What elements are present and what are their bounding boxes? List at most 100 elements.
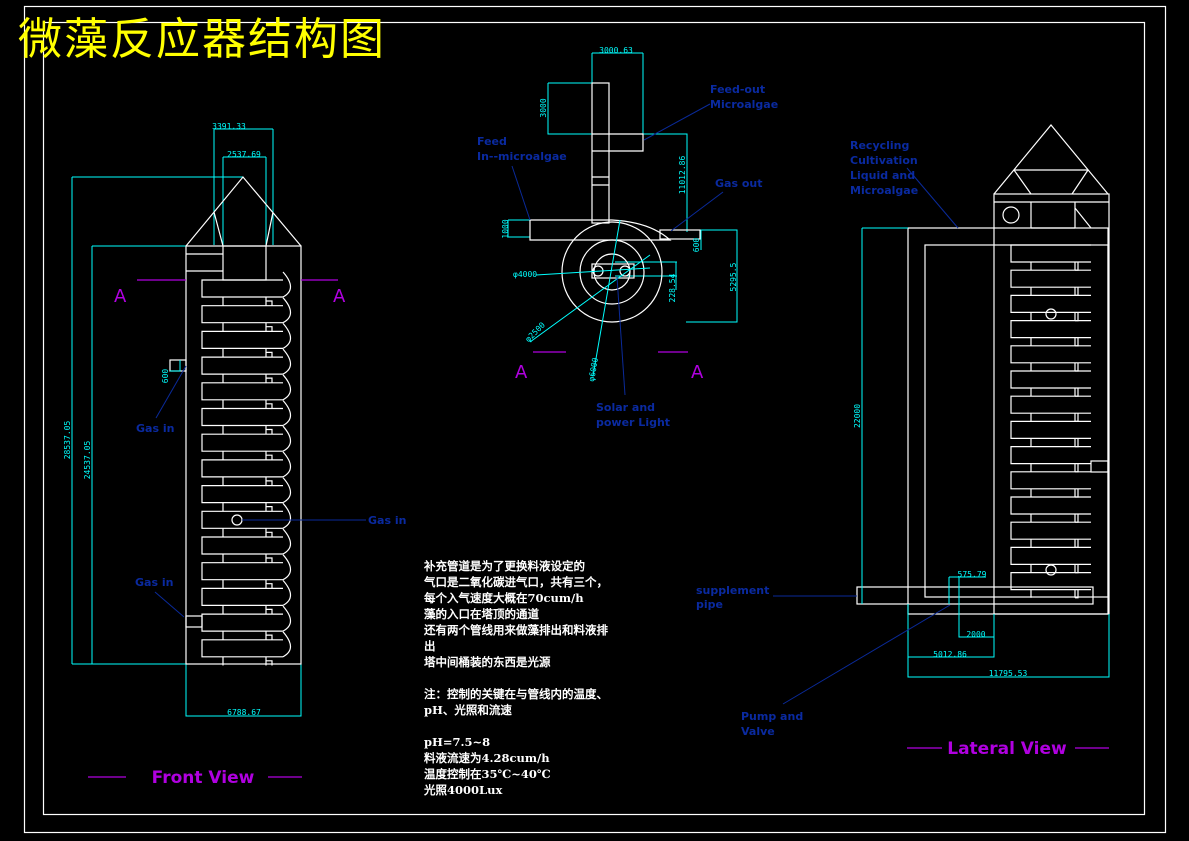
dim-bottom-width: 6788.67	[227, 708, 261, 717]
label-recycling-3: Liquid and	[850, 169, 915, 182]
drawing-title: 微藻反应器结构图	[18, 14, 386, 65]
lateral-coil-connector	[1030, 287, 1079, 296]
label-feed-in-1: Feed	[477, 135, 507, 148]
lateral-coil-segment	[1010, 521, 1091, 540]
dim-gas-out: 600	[692, 238, 701, 253]
coil-segment	[201, 356, 283, 375]
dim-top-outer: 3391.33	[212, 122, 246, 131]
dim-line-top	[591, 52, 644, 134]
lateral-coil-segment	[1010, 320, 1091, 339]
dim-body-height: 24537.05	[83, 441, 92, 480]
dim-line-right	[670, 229, 738, 323]
dim-line-top-inner	[222, 156, 267, 245]
dim-line-5012	[907, 604, 995, 658]
lateral-coil-connector	[1030, 362, 1079, 372]
coil-segment	[201, 459, 283, 478]
dim-line-small	[948, 576, 994, 638]
top-rails	[186, 253, 223, 272]
coil-bend	[282, 477, 292, 504]
note-line	[424, 718, 608, 734]
coil-connector	[222, 425, 273, 435]
coil-segment	[201, 382, 283, 401]
label-pump-2: Valve	[741, 725, 775, 738]
coil-bend	[282, 348, 292, 375]
top-view	[507, 52, 738, 396]
coil-segment	[201, 536, 283, 555]
coil-connector	[222, 297, 273, 306]
leader-pump	[782, 604, 951, 705]
light-port-right	[619, 265, 631, 277]
coil-segment	[201, 305, 283, 324]
dim-line-vertical	[643, 133, 688, 232]
section-marker-right: A	[333, 286, 346, 307]
diameter-leaders	[529, 219, 651, 377]
label-gas-in-3: Gas in	[135, 576, 173, 589]
dim-11795: 11795.53	[989, 669, 1028, 678]
leader-gas-in-3	[154, 591, 185, 618]
feed-in-pipe	[529, 219, 672, 241]
coil-bend	[282, 554, 292, 581]
coil-segment	[201, 510, 283, 529]
lateral-port-2	[1045, 564, 1057, 576]
leader-recycling	[906, 167, 959, 229]
coil-connector	[222, 322, 273, 332]
label-recycling-4: Microalgae	[850, 184, 918, 197]
lateral-top-port	[1002, 206, 1020, 224]
lateral-top-structure	[994, 201, 1109, 229]
lateral-coil-connector	[1030, 589, 1079, 599]
coil-connector	[222, 631, 273, 640]
label-gas-in-2: Gas in	[368, 514, 406, 527]
coil-segment	[201, 587, 283, 606]
coil-connector	[222, 451, 273, 460]
coil-segment	[201, 613, 283, 632]
gas-inlet-pipe-2	[185, 615, 203, 628]
lateral-coil-segment	[1010, 471, 1091, 490]
coil-bend	[282, 580, 292, 606]
coil-connector	[222, 579, 273, 589]
lateral-view	[773, 124, 1110, 749]
outer-ring	[561, 221, 663, 323]
coil-connector	[222, 399, 273, 409]
lateral-coil-connector	[1030, 539, 1079, 548]
coil-bend	[282, 323, 292, 349]
lateral-coil-segment	[1010, 395, 1091, 414]
dim-5012: 5012.86	[933, 650, 967, 659]
dim-vertical: 11012.86	[678, 156, 687, 195]
leader-light	[616, 276, 626, 396]
leader-feed-out	[643, 103, 711, 141]
lateral-coil-segment	[1010, 345, 1091, 364]
lateral-coil-connector	[1030, 463, 1079, 473]
lateral-coil-segment	[1010, 370, 1091, 389]
dim-line-bottom-width	[185, 664, 302, 717]
coil-segment	[201, 330, 283, 349]
lateral-coil-segment	[1010, 420, 1091, 439]
dim-line-inlet	[170, 360, 181, 372]
note-line: 温度控制在35℃~40℃	[424, 767, 551, 781]
coil-bend	[282, 605, 292, 632]
light-holder	[591, 263, 635, 279]
lateral-coil-segment	[1010, 496, 1091, 515]
dim-line-feed-in	[507, 219, 530, 238]
view-title-lateral: Lateral View	[947, 739, 1067, 759]
leader-gas-out	[670, 191, 724, 232]
dim-right: 5295.5	[729, 262, 738, 291]
dim-total-height: 28537.05	[63, 421, 72, 460]
outer-frame	[23, 5, 1167, 834]
note-line: 还有两个管线用来做藻排出和料液排	[424, 623, 608, 637]
vertical-pipe	[591, 82, 610, 224]
gas-out-pipe	[659, 229, 701, 240]
coil-bend	[282, 297, 292, 324]
lateral-coil-segment	[1010, 546, 1091, 565]
lateral-coil-connector	[1030, 438, 1079, 448]
note-line: 料液流速为4.28cum/h	[424, 751, 550, 765]
dim-d6000: φ6000	[587, 357, 600, 382]
coil-connector	[222, 476, 273, 486]
coil-segment	[201, 562, 283, 581]
coil-connector	[222, 554, 273, 563]
coil-bend	[282, 451, 292, 478]
lateral-coil-connector	[1030, 413, 1079, 422]
coil-connector	[222, 374, 273, 383]
label-recycling-1: Recycling	[850, 139, 909, 152]
coil-segment	[201, 639, 283, 658]
cone-top	[185, 176, 302, 247]
